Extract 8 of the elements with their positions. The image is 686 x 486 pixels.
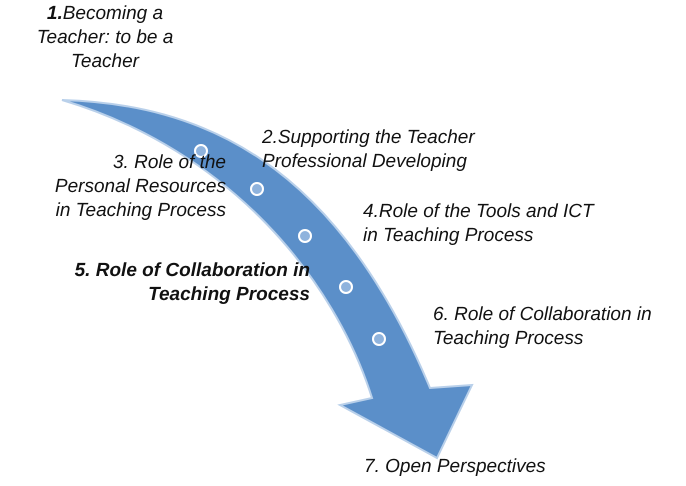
step-text: 1.Becoming a Teacher: to be a Teacher bbox=[20, 2, 190, 74]
step-label: 4.Role of the Tools and ICT in Teaching Process bbox=[363, 200, 596, 248]
step-label: 3. Role of the Personal Resources in Teaching Process bbox=[54, 151, 226, 223]
step-label: 5. Role of Collaboration in Teaching Process bbox=[74, 259, 310, 307]
step-label: 2.Supporting the Teacher Professional Developing bbox=[262, 126, 476, 174]
step-label: 6. Role of Collaboration in Teaching Process bbox=[433, 303, 653, 351]
step-text: 7. Open Perspectives bbox=[364, 455, 584, 479]
curved-arrow bbox=[61, 99, 473, 459]
